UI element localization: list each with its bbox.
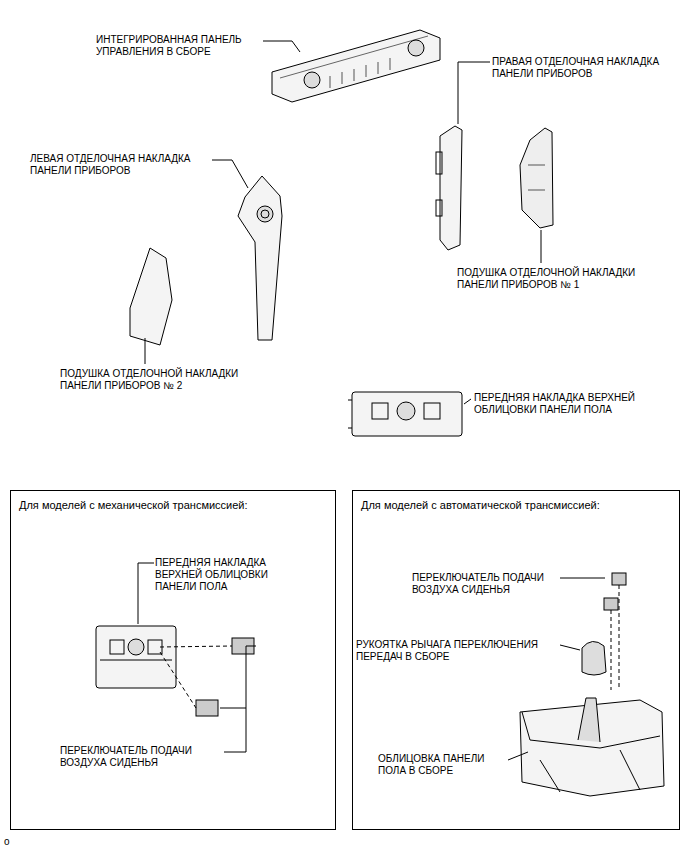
leader-line — [560, 578, 605, 579]
part-label: o — [4, 836, 24, 848]
leader-line — [212, 160, 248, 188]
leader-line — [508, 752, 528, 760]
frame-heading: Для моделей с автоматической трансмиссие… — [353, 491, 679, 512]
right-trim — [436, 126, 462, 250]
part-label: ЛЕВАЯ ОТДЕЛОЧНАЯ НАКЛАДКА ПАНЕЛИ ПРИБОРО… — [30, 153, 212, 177]
at-parts — [520, 573, 664, 796]
leader-line — [560, 645, 580, 650]
part-label: ИНТЕГРИРОВАННАЯ ПАНЕЛЬ УПРАВЛЕНИЯ В СБОР… — [96, 34, 261, 58]
left-trim — [238, 176, 282, 340]
cushion-1 — [520, 128, 553, 228]
leader-line — [220, 646, 256, 752]
part-label: ПЕРЕДНЯЯ НАКЛАДКА ВЕРХНЕЙ ОБЛИЦОВКИ ПАНЕ… — [474, 392, 664, 416]
frame-heading: Для моделей с механической трансмиссией: — [11, 491, 335, 512]
part-label: ПРАВАЯ ОТДЕЛОЧНАЯ НАКЛАДКА ПАНЕЛИ ПРИБОР… — [492, 56, 682, 80]
leader-line — [145, 338, 146, 364]
leader-line — [464, 399, 471, 404]
part-label: ОБЛИЦОВКА ПАНЕЛИ ПОЛА В СБОРЕ — [378, 753, 508, 777]
part-label: ПОДУШКА ОТДЕЛОЧНОЙ НАКЛАДКИ ПАНЕЛИ ПРИБО… — [457, 267, 662, 291]
front-trim-plate — [348, 392, 462, 436]
variant-frame: Для моделей с механической трансмиссией: — [10, 490, 336, 830]
part-label: ПЕРЕДНЯЯ НАКЛАДКА ВЕРХНЕЙ ОБЛИЦОВКИ ПАНЕ… — [155, 557, 295, 593]
part-label: ПЕРЕКЛЮЧАТЕЛЬ ПОДАЧИ ВОЗДУХА СИДЕНЬЯ — [60, 745, 220, 769]
leader-line — [138, 563, 154, 624]
part-label: ПОДУШКА ОТДЕЛОЧНОЙ НАКЛАДКИ ПАНЕЛИ ПРИБО… — [60, 368, 265, 392]
control-panel — [272, 30, 440, 102]
part-label: РУКОЯТКА РЫЧАГА ПЕРЕКЛЮЧЕНИЯ ПЕРЕДАЧ В С… — [356, 639, 561, 663]
part-label: ПЕРЕКЛЮЧАТЕЛЬ ПОДАЧИ ВОЗДУХА СИДЕНЬЯ — [412, 572, 562, 596]
cushion-2 — [130, 248, 172, 345]
leader-line — [458, 62, 490, 124]
leader-line — [263, 41, 300, 52]
mt-plate — [96, 626, 254, 716]
leader-line — [541, 230, 542, 263]
